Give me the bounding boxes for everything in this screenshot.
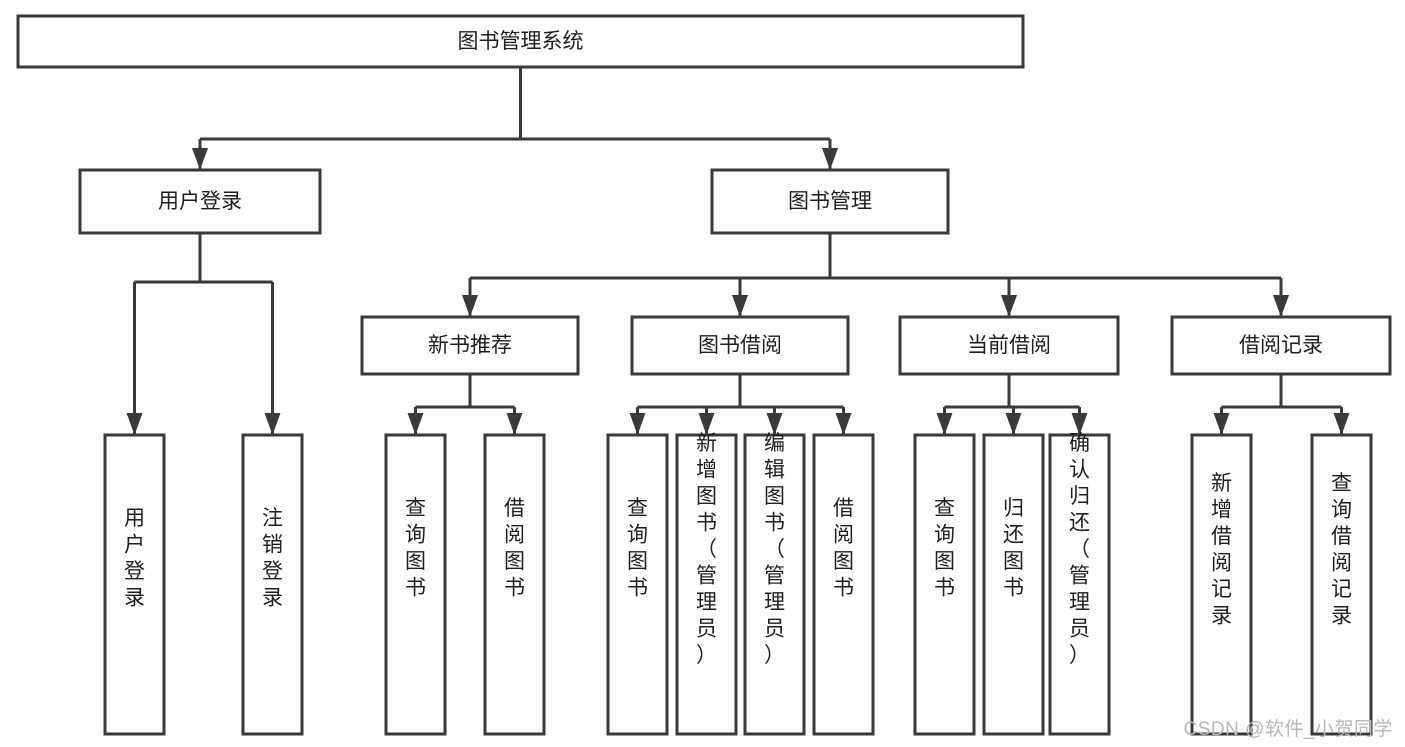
arrow-head-icon bbox=[766, 413, 783, 435]
arrow-head-icon bbox=[629, 413, 646, 435]
arrow-head-icon bbox=[462, 295, 478, 317]
arrow-head-icon bbox=[936, 413, 953, 435]
arrow-head-icon bbox=[1005, 413, 1022, 435]
node-label-leaf-add-book: 新增图书（管理员） bbox=[696, 432, 717, 667]
node-root[interactable]: 图书管理系统 bbox=[16, 14, 1025, 69]
arrow-head-icon bbox=[1273, 295, 1289, 317]
arrow-head-icon bbox=[698, 413, 715, 435]
node-leaf-query-book-2[interactable]: 查询图书 bbox=[606, 433, 669, 736]
node-box-leaf-confirm-return[interactable] bbox=[1048, 433, 1111, 736]
arrow-head-icon bbox=[506, 413, 523, 435]
node-new-book-recommend[interactable]: 新书推荐 bbox=[360, 315, 580, 376]
arrow-head-icon bbox=[732, 295, 748, 317]
node-leaf-query-book-1[interactable]: 查询图书 bbox=[384, 433, 447, 736]
node-leaf-query-record[interactable]: 查询借阅记录 bbox=[1310, 433, 1373, 736]
arrow-head-icon bbox=[1333, 413, 1350, 435]
arrow-head-icon bbox=[407, 413, 424, 435]
node-box-current-borrow[interactable] bbox=[898, 315, 1120, 376]
node-box-borrow-record[interactable] bbox=[1170, 315, 1392, 376]
node-box-leaf-edit-book[interactable] bbox=[743, 433, 806, 736]
node-leaf-user-login[interactable]: 用户登录 bbox=[103, 433, 166, 736]
node-box-leaf-query-book-1[interactable] bbox=[384, 433, 447, 736]
arrow-head-icon bbox=[822, 148, 838, 170]
node-label-leaf-add-record: 新增借阅记录 bbox=[1211, 472, 1232, 628]
arrow-head-icon bbox=[835, 413, 852, 435]
node-label-leaf-confirm-return: 确认归还（管理员） bbox=[1069, 432, 1090, 667]
node-box-leaf-add-record[interactable] bbox=[1190, 433, 1253, 736]
node-box-leaf-return-book[interactable] bbox=[982, 433, 1045, 736]
node-box-new-book-recommend[interactable] bbox=[360, 315, 580, 376]
node-leaf-add-book[interactable]: 新增图书（管理员） bbox=[675, 432, 738, 736]
node-label-leaf-query-book-2: 查询图书 bbox=[627, 497, 648, 600]
node-box-leaf-user-logout[interactable] bbox=[241, 433, 304, 736]
node-label-leaf-user-logout: 注销登录 bbox=[262, 507, 283, 610]
node-label-root: 图书管理系统 bbox=[458, 30, 584, 53]
node-leaf-return-book[interactable]: 归还图书 bbox=[982, 433, 1045, 736]
node-label-current-borrow: 当前借阅 bbox=[967, 334, 1051, 357]
node-layer: 图书管理系统用户登录图书管理新书推荐图书借阅当前借阅借阅记录用户登录注销登录查询… bbox=[16, 14, 1392, 736]
node-borrow-record[interactable]: 借阅记录 bbox=[1170, 315, 1392, 376]
arrow-head-icon bbox=[1213, 413, 1230, 435]
node-box-leaf-query-book-3[interactable] bbox=[913, 433, 976, 736]
arrow-head-icon bbox=[264, 413, 281, 435]
node-label-leaf-borrow-book-1: 借阅图书 bbox=[504, 497, 525, 600]
node-leaf-borrow-book-2[interactable]: 借阅图书 bbox=[812, 433, 875, 736]
node-label-leaf-query-record: 查询借阅记录 bbox=[1331, 472, 1352, 628]
node-label-leaf-borrow-book-2: 借阅图书 bbox=[833, 497, 854, 600]
node-box-leaf-borrow-book-2[interactable] bbox=[812, 433, 875, 736]
node-label-user-login: 用户登录 bbox=[158, 190, 242, 213]
node-leaf-user-logout[interactable]: 注销登录 bbox=[241, 433, 304, 736]
node-label-new-book-recommend: 新书推荐 bbox=[428, 334, 512, 357]
node-leaf-query-book-3[interactable]: 查询图书 bbox=[913, 433, 976, 736]
node-box-book-manage[interactable] bbox=[710, 168, 950, 235]
node-label-leaf-user-login: 用户登录 bbox=[124, 507, 145, 610]
node-leaf-borrow-book-1[interactable]: 借阅图书 bbox=[483, 433, 546, 736]
arrow-head-icon bbox=[1071, 413, 1088, 435]
node-label-leaf-query-book-3: 查询图书 bbox=[934, 497, 955, 600]
node-box-leaf-add-book[interactable] bbox=[675, 433, 738, 736]
node-leaf-add-record[interactable]: 新增借阅记录 bbox=[1190, 433, 1253, 736]
node-leaf-edit-book[interactable]: 编辑图书（管理员） bbox=[743, 432, 806, 736]
node-book-manage[interactable]: 图书管理 bbox=[710, 168, 950, 235]
node-box-leaf-user-login[interactable] bbox=[103, 433, 166, 736]
node-box-root[interactable] bbox=[16, 14, 1025, 69]
node-user-login[interactable]: 用户登录 bbox=[78, 168, 322, 235]
node-label-leaf-query-book-1: 查询图书 bbox=[405, 497, 426, 600]
node-label-book-manage: 图书管理 bbox=[788, 190, 872, 213]
node-label-leaf-return-book: 归还图书 bbox=[1003, 497, 1024, 600]
node-label-leaf-edit-book: 编辑图书（管理员） bbox=[764, 432, 785, 667]
node-book-borrow[interactable]: 图书借阅 bbox=[630, 315, 850, 376]
arrow-head-icon bbox=[1001, 295, 1017, 317]
node-current-borrow[interactable]: 当前借阅 bbox=[898, 315, 1120, 376]
node-label-book-borrow: 图书借阅 bbox=[698, 334, 782, 357]
arrow-head-icon bbox=[126, 413, 143, 435]
node-label-borrow-record: 借阅记录 bbox=[1239, 334, 1323, 357]
node-box-leaf-query-book-2[interactable] bbox=[606, 433, 669, 736]
node-box-leaf-query-record[interactable] bbox=[1310, 433, 1373, 736]
node-box-book-borrow[interactable] bbox=[630, 315, 850, 376]
node-box-user-login[interactable] bbox=[78, 168, 322, 235]
node-leaf-confirm-return[interactable]: 确认归还（管理员） bbox=[1048, 432, 1111, 736]
node-box-leaf-borrow-book-1[interactable] bbox=[483, 433, 546, 736]
connector-layer bbox=[126, 67, 1350, 435]
arrow-head-icon bbox=[192, 148, 208, 170]
